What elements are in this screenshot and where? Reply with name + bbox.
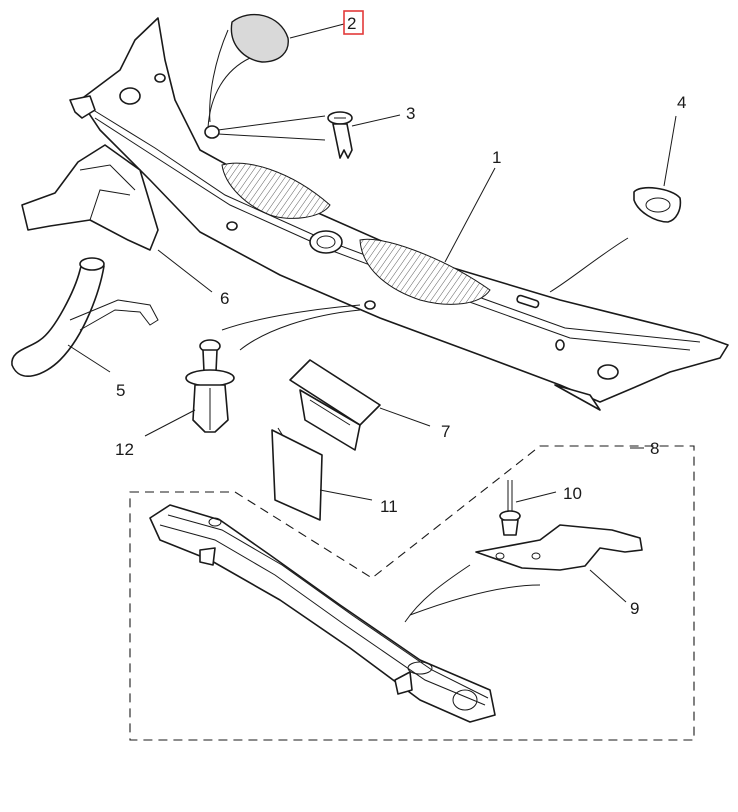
callout-11: 11 [380,497,398,516]
hose-part-5 [11,257,159,377]
leader-lines [67,23,677,623]
duct-bracket-part-6 [21,144,159,251]
grommet-part-4 [633,186,682,223]
cowl-panel [69,17,729,411]
callout-12: 12 [115,440,134,459]
rivet-part-10 [499,480,521,536]
cap-part-2 [204,13,289,139]
callout-10: 10 [563,484,582,503]
callout-9: 9 [630,599,639,618]
callout-2-highlight-box [343,10,364,35]
callout-5: 5 [116,381,125,400]
assembly-boundary-dashed [129,445,695,741]
clip-part-12 [185,339,235,433]
plate-part-11 [271,427,323,521]
callout-8: 8 [650,439,659,458]
strap-part-9 [475,524,643,571]
callout-1: 1 [492,148,501,167]
screw-part-3 [327,111,353,159]
callout-labels: 2 3 4 1 6 5 7 12 8 10 11 9 [115,10,686,618]
callout-6: 6 [220,289,229,308]
callout-4: 4 [677,93,686,112]
callout-2: 2 [347,14,356,33]
lower-cowl-assembly [149,504,496,723]
callout-7: 7 [441,422,450,441]
callout-3: 3 [406,104,415,123]
bracket-part-7 [289,359,381,451]
